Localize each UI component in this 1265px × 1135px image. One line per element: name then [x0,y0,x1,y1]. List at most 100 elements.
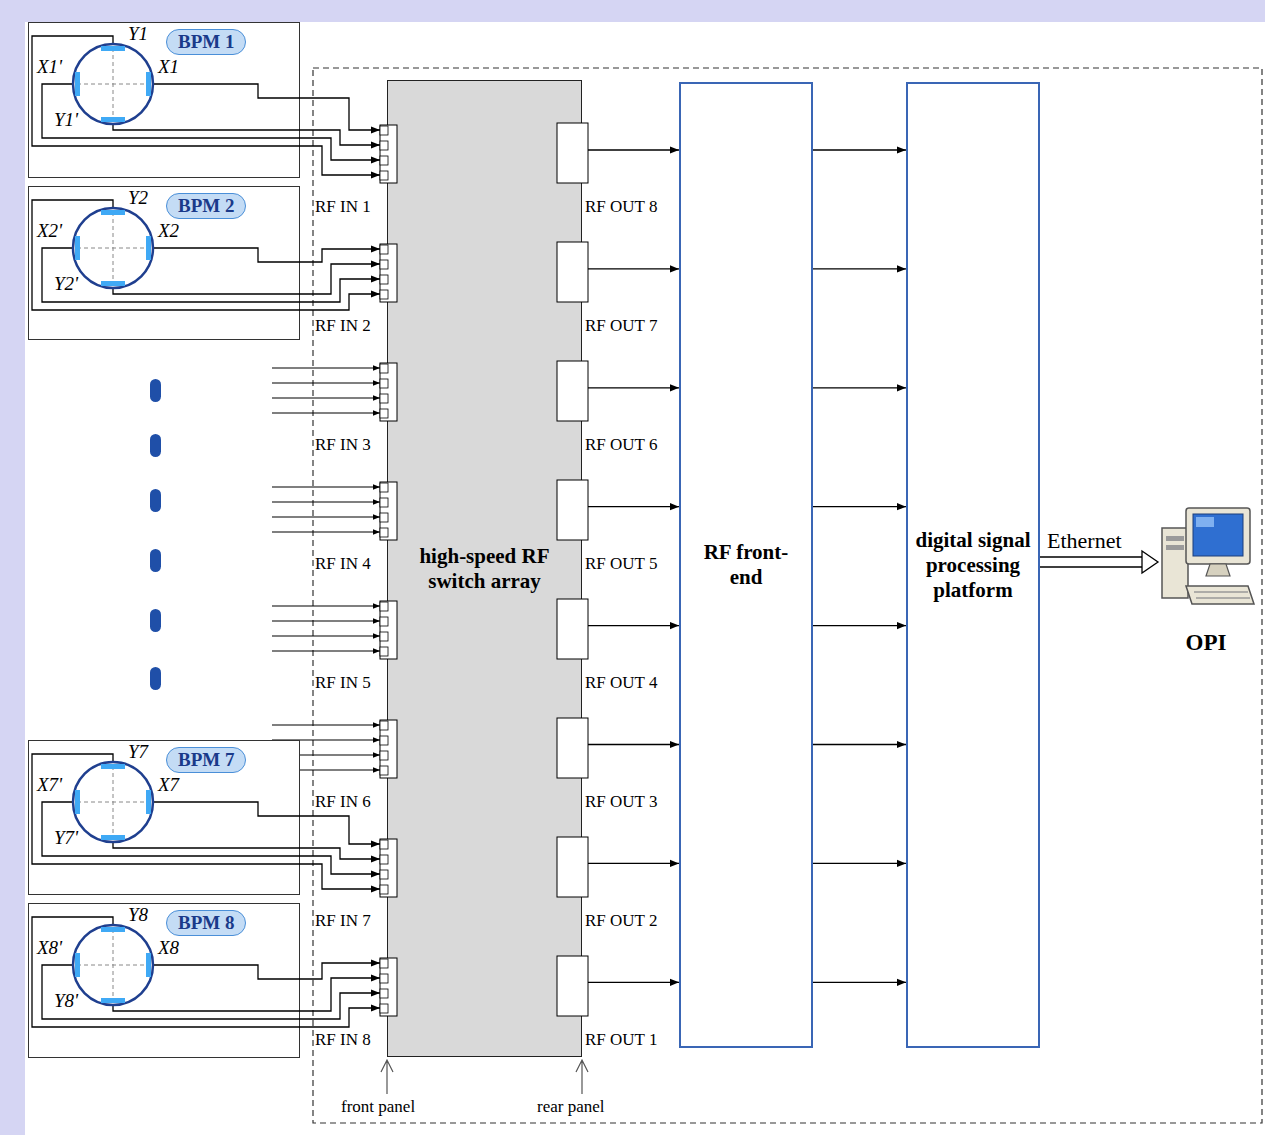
connector [300,249,380,310]
signal-cable [300,856,380,874]
connector [588,268,679,269]
electrode-label: X8 [157,938,180,958]
electrode [101,117,125,122]
connector-pin [380,736,388,745]
electrode [146,236,151,260]
beam-pipe [73,44,153,124]
output-connector [557,242,588,302]
output-connector [557,123,588,183]
signal-cable [300,98,380,130]
connector-pin [380,989,388,998]
output-connector [557,361,588,421]
switch-array-box: high-speed RF switch array [387,80,582,1057]
connector [588,863,679,864]
signal-cable [300,864,380,889]
box-title: digital signal processing platform [914,528,1032,603]
input-connector [380,958,397,1016]
bpm-box: BPM 1 [28,22,300,178]
bpm-wire [113,124,300,130]
layout-strokes [150,368,380,770]
connector-pin [380,632,388,641]
connector [300,963,380,1027]
front-end-box: RF front-end [679,82,813,1048]
bpm-wire [153,84,300,98]
bpm-badge: BPM 8 [166,910,246,936]
electrode-label: Y7' [53,828,79,848]
bpm-wire [153,965,300,979]
electrode-label: X1' [36,57,63,77]
bpm-wire [113,288,300,294]
connector-pin [380,498,388,507]
bpm-box: BPM 7 [28,740,300,895]
signal-cable [300,963,380,979]
electrode-label: Y2' [53,274,79,294]
connector-pin [380,751,388,760]
output-connector [557,480,588,540]
connector [813,863,906,864]
electrode [75,790,80,814]
bpm-drawing [28,903,300,1058]
output-connector [557,718,588,778]
bpm-wire [153,802,300,816]
port-label: RF IN 2 [314,316,372,336]
bpm-drawing [28,22,300,178]
connector [300,98,380,175]
link-label: Ethernet [1046,528,1123,554]
input-wire [272,486,380,487]
port-label: RF OUT 3 [584,792,658,812]
panel-label: front panel [340,1097,416,1117]
crosshair [77,48,149,120]
computer-icon [1156,500,1256,630]
input-wire [272,367,380,368]
port-label: RF IN 3 [314,435,372,455]
connector [813,150,906,151]
bpm-badge: BPM 1 [166,29,246,55]
electrode [101,281,125,286]
electrode [146,72,151,96]
electrode-label: X2 [157,221,180,241]
crosshair [77,212,149,284]
connector-pin [380,974,388,983]
connector-pin [380,364,388,373]
signal-arrow [588,863,679,864]
signal-cable [300,993,380,1019]
monitor-stand [1206,564,1230,576]
bpm-box: BPM 2 [28,186,300,340]
signal-arrow [588,982,679,983]
input-wire [272,635,380,636]
connector [813,744,906,745]
connector [813,506,906,507]
processing-box: digital signal processing platform [906,82,1040,1048]
bpm-wire [32,754,300,864]
signal-cable [300,138,380,160]
ethernet-link [1040,557,1142,567]
signal-arrow [588,744,679,745]
bpm-wire [32,36,300,146]
signal-cable [300,249,380,262]
input-connector [380,482,397,540]
electrode-label: X1 [157,57,180,77]
electrode-label: Y8 [127,905,149,925]
signal-cable [300,1008,380,1027]
connector-pin [380,617,388,626]
connector-pin [380,275,388,284]
electronics-region [313,68,1262,1123]
signal-arrow [813,744,906,745]
screen [1193,514,1243,556]
connector-pin [380,721,388,730]
connector-pin [380,379,388,388]
connector-pin [380,483,388,492]
signal-arrow [588,506,679,507]
input-wire [272,650,380,651]
signal-cable [300,279,380,302]
input-wire [272,412,380,413]
connector [588,744,679,745]
pc-drive [1166,536,1184,541]
bpm-badge: BPM 2 [166,193,246,219]
pc-tower [1162,528,1188,598]
screen-glare [1196,517,1214,527]
electrode-label: X2' [36,221,63,241]
port-label: RF OUT 7 [584,316,658,336]
output-connector [557,599,588,659]
electrode [101,764,125,769]
